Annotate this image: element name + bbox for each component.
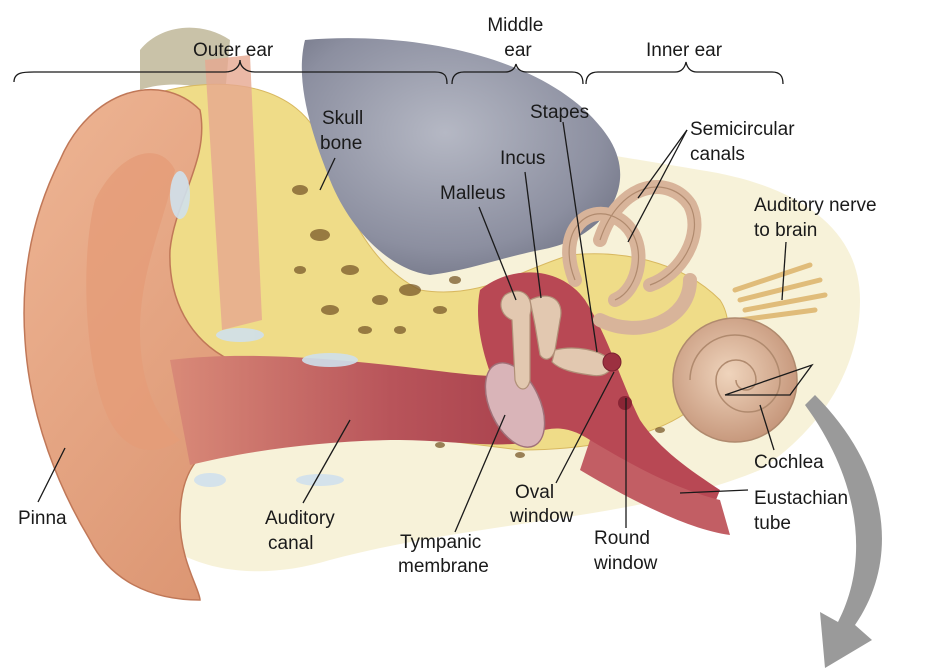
label-skull-bone: Skull bone bbox=[320, 108, 368, 154]
bone-pits bbox=[292, 185, 696, 458]
label-incus: Incus bbox=[500, 148, 545, 169]
stapes-shape bbox=[551, 347, 612, 377]
malleus-shape bbox=[500, 290, 532, 390]
auditory-canal-shape bbox=[170, 355, 540, 465]
cartilage-patches bbox=[170, 171, 358, 487]
label-tympanic-membrane: Tympanic membrane bbox=[398, 532, 489, 577]
brace-middle-ear bbox=[451, 63, 584, 85]
pinna-fold bbox=[86, 153, 180, 450]
brace-outer-ear bbox=[13, 59, 448, 85]
label-auditory-nerve: Auditory nerve to brain bbox=[754, 195, 882, 241]
cochlea-section-marker bbox=[724, 363, 814, 396]
label-auditory-canal: Auditory canal bbox=[265, 508, 340, 554]
cranial-cavity bbox=[301, 38, 621, 275]
label-malleus: Malleus bbox=[440, 183, 505, 204]
oval-window-shape bbox=[602, 352, 622, 372]
label-eustachian-tube: Eustachian tube bbox=[754, 488, 853, 534]
cochlea-shape bbox=[672, 317, 798, 443]
label-inner-ear: Inner ear bbox=[646, 40, 723, 61]
label-round-window: Round window bbox=[593, 528, 658, 574]
brace-inner-ear bbox=[585, 61, 784, 85]
label-pinna: Pinna bbox=[18, 508, 67, 529]
label-oval-window: Oval window bbox=[509, 482, 574, 527]
label-outer-ear: Outer ear bbox=[193, 40, 274, 61]
label-semicircular-canals: Semicircular canals bbox=[690, 119, 800, 165]
auditory-nerve-shape bbox=[732, 262, 828, 323]
label-stapes: Stapes bbox=[530, 102, 589, 123]
muscle-strip bbox=[205, 55, 262, 330]
leader-lines bbox=[37, 121, 787, 533]
ossicles bbox=[500, 290, 612, 390]
label-cochlea: Cochlea bbox=[754, 452, 824, 473]
cochlea-detail-arrow bbox=[805, 395, 882, 668]
label-middle-ear: Middle ear bbox=[487, 15, 548, 61]
round-window-shape bbox=[618, 396, 632, 410]
eustachian-tube-shape bbox=[580, 440, 730, 535]
